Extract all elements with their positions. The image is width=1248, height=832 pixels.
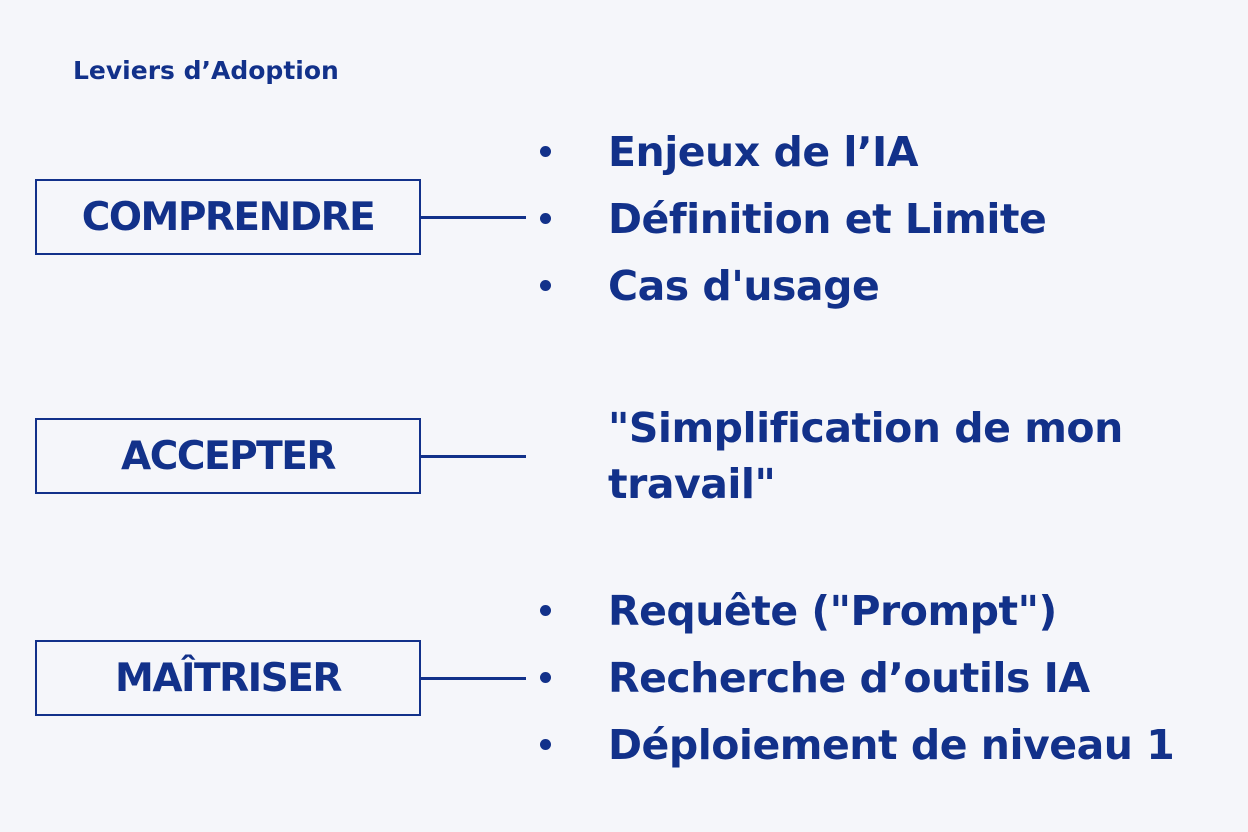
bullet-dot-icon (540, 672, 551, 683)
lever-box-accepter: ACCEPTER (35, 418, 421, 494)
lever-label-comprendre: COMPRENDRE (81, 194, 376, 240)
bullet-dot-icon (540, 605, 551, 616)
bullet-list-comprendre: Enjeux de l’IA Définition et Limite Cas … (540, 118, 1047, 319)
bullet-dot-icon (540, 146, 551, 157)
bullet-item: Cas d'usage (540, 252, 1046, 319)
lever-label-maitriser: MAÎTRISER (115, 655, 342, 701)
bullet-item: Enjeux de l’IA (540, 118, 1046, 185)
bullet-text: Déploiement de niveau 1 (608, 720, 1175, 769)
bullet-text: Recherche d’outils IA (608, 653, 1090, 702)
bullet-text: Définition et Limite (608, 194, 1047, 243)
bullet-item: Déploiement de niveau 1 (540, 711, 1175, 778)
connector-accepter (421, 455, 526, 458)
bullet-item: Requête ("Prompt") (540, 577, 1174, 644)
bullet-dot-icon (540, 213, 551, 224)
lever-label-accepter: ACCEPTER (121, 433, 336, 479)
diagram-title: Leviers d’Adoption (73, 56, 339, 85)
lever-box-maitriser: MAÎTRISER (35, 640, 421, 716)
connector-maitriser (421, 677, 526, 680)
connector-comprendre (421, 216, 526, 219)
bullet-item: Définition et Limite (540, 185, 1047, 252)
bullet-dot-icon (540, 280, 551, 291)
quote-text-accepter: "Simplification de mon travail" (608, 404, 1123, 508)
bullet-dot-icon (540, 739, 551, 750)
lever-box-comprendre: COMPRENDRE (35, 179, 421, 255)
bullet-text: Requête ("Prompt") (608, 586, 1057, 635)
bullet-text: Cas d'usage (608, 261, 880, 310)
bullet-list-maitriser: Requête ("Prompt") Recherche d’outils IA… (540, 577, 1175, 778)
bullet-item: Recherche d’outils IA (540, 644, 1174, 711)
bullet-text: Enjeux de l’IA (608, 127, 919, 176)
